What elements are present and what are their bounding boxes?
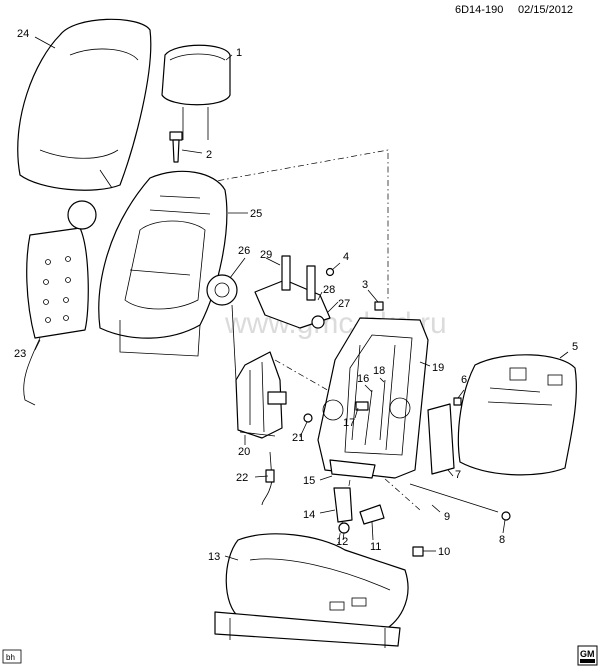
leader-lines: [34, 36, 569, 561]
callout-4: 4: [343, 251, 349, 263]
part-19-seatback-frame: [317, 317, 429, 479]
callout-2: 2: [206, 149, 212, 161]
part-26-recliner-knob: [206, 274, 238, 381]
callout-24: 24: [17, 28, 29, 40]
callout-18: 18: [373, 365, 385, 377]
part-2-headrest-guide: [169, 131, 183, 163]
callout-22: 22: [236, 472, 248, 484]
callout-13: 13: [208, 551, 220, 563]
callout-14: 14: [303, 509, 315, 521]
part-14-actuator: [333, 487, 353, 534]
diagram-date: 02/15/2012: [518, 4, 573, 16]
callout-23: 23: [14, 348, 26, 360]
diagram-code: 6D14-190: [455, 4, 503, 16]
part-16-rod: [364, 389, 373, 446]
part-5-rear-panel: [457, 354, 577, 476]
part-24-seatback-cover: [17, 18, 152, 191]
footer-tag-text: bh: [6, 653, 15, 662]
callout-17: 17: [343, 417, 355, 429]
callout-28: 28: [323, 284, 335, 296]
part-25-seatback-pad: [98, 170, 228, 357]
part-17-bracket: [355, 401, 369, 411]
part-6-clip: [453, 397, 462, 406]
part-29-headrest-bracket: [254, 255, 331, 329]
callout-6: 6: [461, 374, 467, 386]
gm-logo: GM: [577, 645, 598, 666]
part-8-clip: [501, 511, 511, 521]
part-21-clip: [303, 413, 313, 423]
part-23-lumbar-panel: [23, 200, 97, 406]
callout-10: 10: [438, 546, 450, 558]
part-10-bolt: [412, 546, 424, 557]
callout-29: 29: [260, 249, 272, 261]
callout-16: 16: [357, 373, 369, 385]
part-9-rod: [409, 483, 499, 513]
part-3-bolt: [374, 301, 384, 311]
part-7-side-pad: [427, 403, 455, 475]
callout-19: 19: [432, 362, 444, 374]
part-11-bracket: [359, 504, 385, 525]
callout-3: 3: [362, 279, 368, 291]
callout-12: 12: [336, 536, 348, 548]
part-1-head-restraint: [161, 44, 231, 140]
callout-25: 25: [250, 208, 262, 220]
callout-11: 11: [370, 541, 381, 553]
callout-15: 15: [303, 475, 315, 487]
callout-27: 27: [338, 298, 350, 310]
callout-21: 21: [292, 432, 304, 444]
callout-5: 5: [572, 341, 578, 353]
gm-logo-text: GM: [580, 649, 595, 659]
part-15-link: [329, 459, 376, 479]
footer-tag: bh: [2, 649, 22, 664]
callouts: 1 2 3 4 5 6 7 8 9 10 11 12 13 14 15 16 1…: [14, 28, 578, 563]
callout-1: 1: [236, 47, 242, 59]
part-18-rod: [379, 379, 386, 441]
callout-26: 26: [238, 245, 250, 257]
part-13-seat-cushion: [214, 533, 409, 648]
callout-20: 20: [238, 446, 250, 458]
callout-9: 9: [444, 511, 450, 523]
callout-7: 7: [455, 469, 461, 481]
part-20-recliner-mechanism: [235, 351, 287, 439]
callout-8: 8: [499, 534, 505, 546]
part-4-clip: [325, 267, 335, 277]
